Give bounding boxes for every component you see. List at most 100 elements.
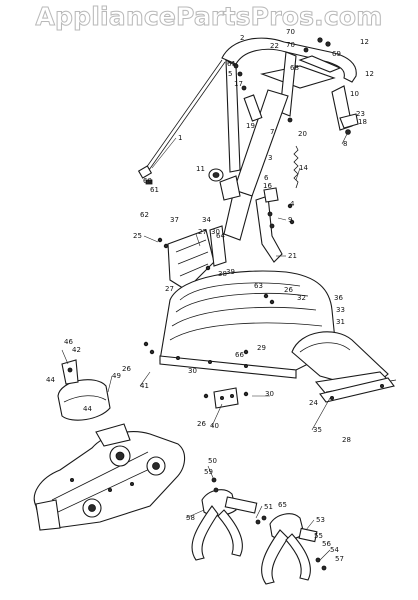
callout-7: 7 bbox=[270, 128, 274, 136]
callout-30: 30 bbox=[211, 228, 220, 236]
leader-line bbox=[143, 235, 159, 243]
tine-assembly-right bbox=[255, 513, 327, 585]
leader-line bbox=[151, 137, 177, 169]
belt-cover bbox=[57, 359, 111, 421]
callout-27: 27 bbox=[165, 285, 174, 293]
fasteners-upper bbox=[233, 37, 331, 123]
callout-34: 34 bbox=[202, 216, 211, 224]
callout-30: 30 bbox=[188, 367, 197, 375]
callout-54: 54 bbox=[330, 546, 339, 554]
leader-line bbox=[207, 465, 215, 481]
callout-41: 41 bbox=[140, 382, 149, 390]
tine-assembly-left bbox=[191, 477, 258, 561]
callout-39: 39 bbox=[226, 268, 235, 276]
callout-23: 23 bbox=[356, 110, 365, 118]
leader-line bbox=[277, 217, 287, 221]
callout-42: 42 bbox=[72, 346, 81, 354]
callout-19: 19 bbox=[246, 122, 255, 130]
callout-40: 40 bbox=[210, 422, 219, 430]
callout-50: 50 bbox=[208, 457, 217, 465]
callout-30: 30 bbox=[265, 390, 274, 398]
spring bbox=[293, 145, 299, 189]
flap-bracket bbox=[319, 377, 395, 403]
callout-6: 6 bbox=[264, 174, 269, 182]
shift-rod bbox=[137, 59, 226, 185]
leader-line bbox=[319, 549, 331, 561]
transmission-housing bbox=[33, 423, 186, 531]
callout-38: 38 bbox=[218, 270, 227, 278]
callout-53: 53 bbox=[316, 516, 325, 524]
callout-70: 70 bbox=[286, 41, 295, 49]
callout-57: 57 bbox=[335, 555, 344, 563]
callout-68: 68 bbox=[290, 64, 299, 72]
fasteners-misc bbox=[143, 203, 295, 355]
callout-61: 61 bbox=[150, 186, 159, 194]
leader-line bbox=[185, 509, 205, 519]
callout-1: 1 bbox=[178, 134, 182, 142]
callout-46: 46 bbox=[64, 338, 73, 346]
callout-24: 24 bbox=[309, 399, 318, 407]
leader-line bbox=[107, 375, 113, 393]
callout-61: 61 bbox=[227, 60, 236, 68]
callout-59: 59 bbox=[204, 468, 213, 476]
callout-29: 29 bbox=[257, 344, 266, 352]
callout-58: 58 bbox=[186, 514, 195, 522]
leader-line bbox=[61, 349, 69, 365]
callout-28: 28 bbox=[342, 436, 351, 444]
leader-lines bbox=[61, 131, 349, 561]
tine-shield bbox=[159, 270, 337, 379]
callout-44: 44 bbox=[83, 405, 92, 413]
leader-line bbox=[139, 371, 151, 387]
callout-20: 20 bbox=[298, 130, 307, 138]
callout-33: 33 bbox=[336, 306, 345, 314]
callout-12: 12 bbox=[360, 38, 369, 46]
callout-69: 69 bbox=[332, 50, 341, 58]
callout-11: 11 bbox=[196, 165, 205, 173]
callout-51: 51 bbox=[264, 503, 273, 511]
leader-line bbox=[211, 403, 223, 427]
leader-line bbox=[341, 131, 349, 145]
callout-2: 2 bbox=[240, 34, 244, 42]
callout-3: 3 bbox=[268, 154, 272, 162]
callout-14: 14 bbox=[299, 164, 308, 172]
callout-31: 31 bbox=[336, 318, 345, 326]
callout-16: 16 bbox=[263, 182, 272, 190]
callout-26: 26 bbox=[122, 365, 131, 373]
callout-55: 55 bbox=[314, 532, 323, 540]
callout-21: 21 bbox=[288, 252, 297, 260]
callout-12: 12 bbox=[365, 70, 374, 78]
leader-line bbox=[305, 519, 315, 531]
watermark: AppliancePartsPros.com bbox=[35, 2, 383, 32]
callout-10: 10 bbox=[350, 90, 359, 98]
leader-line bbox=[295, 167, 301, 181]
deflector-shield bbox=[167, 225, 227, 291]
callout-37: 37 bbox=[170, 216, 179, 224]
leader-line bbox=[195, 233, 201, 247]
callout-32: 32 bbox=[297, 294, 306, 302]
callout-35: 35 bbox=[313, 426, 322, 434]
callout-36: 36 bbox=[334, 294, 343, 302]
callout-25: 25 bbox=[133, 232, 142, 240]
callout-64: 64 bbox=[216, 232, 225, 240]
callout-49: 49 bbox=[112, 372, 121, 380]
callout-8: 8 bbox=[343, 140, 347, 148]
callout-26: 26 bbox=[284, 286, 293, 294]
leader-line bbox=[255, 505, 263, 519]
callout-66: 66 bbox=[235, 351, 244, 359]
callout-18: 18 bbox=[358, 118, 367, 126]
leader-line bbox=[311, 397, 331, 431]
callout-62: 62 bbox=[140, 211, 149, 219]
callout-9: 9 bbox=[288, 216, 292, 224]
callout-65: 65 bbox=[278, 501, 287, 509]
shield-brackets bbox=[203, 387, 249, 409]
callout-70: 70 bbox=[286, 28, 295, 36]
lever-bracket bbox=[331, 85, 359, 135]
callout-17: 17 bbox=[234, 80, 243, 88]
handle-column bbox=[219, 89, 289, 241]
callout-27: 27 bbox=[198, 228, 207, 236]
callout-60: 60 bbox=[143, 177, 152, 185]
callout-5: 5 bbox=[228, 70, 232, 78]
callout-labels: 1234567891011121214161718192021222324252… bbox=[46, 28, 374, 563]
